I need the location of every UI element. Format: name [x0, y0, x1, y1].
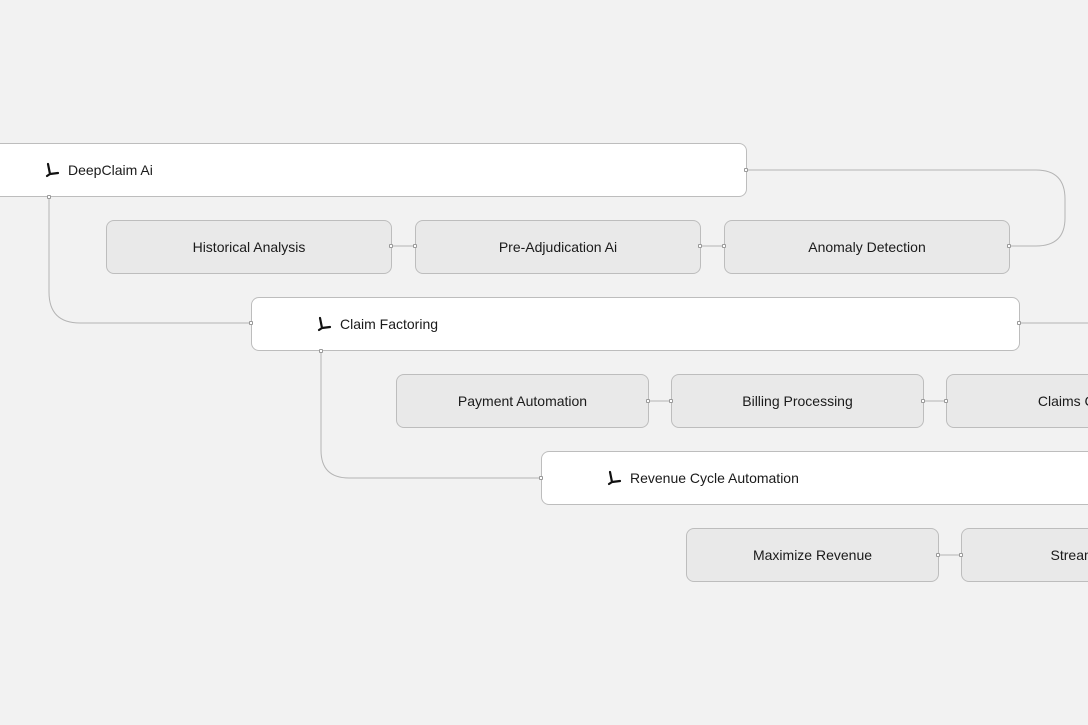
port	[539, 476, 543, 480]
node-streamlines[interactable]: Streamlines	[961, 528, 1088, 582]
port	[936, 553, 940, 557]
port	[921, 399, 925, 403]
node-label: Pre-Adjudication Ai	[498, 239, 618, 255]
node-label: DeepClaim Ai	[68, 162, 153, 178]
node-label: Claims Cor	[1037, 393, 1088, 409]
node-deepclaim-ai[interactable]: DeepClaim Ai	[0, 143, 747, 197]
port	[646, 399, 650, 403]
logo-icon	[606, 470, 622, 486]
node-pre-adjudication-ai[interactable]: Pre-Adjudication Ai	[415, 220, 701, 274]
node-label: Maximize Revenue	[752, 547, 873, 563]
port	[959, 553, 963, 557]
node-claim-factoring[interactable]: Claim Factoring	[251, 297, 1020, 351]
node-label: Anomaly Detection	[808, 239, 926, 255]
node-label: Payment Automation	[457, 393, 588, 409]
node-payment-automation[interactable]: Payment Automation	[396, 374, 649, 428]
port	[47, 195, 51, 199]
port	[249, 321, 253, 325]
node-label: Historical Analysis	[192, 239, 306, 255]
node-anomaly-detection[interactable]: Anomaly Detection	[724, 220, 1010, 274]
port	[1017, 321, 1021, 325]
node-label: Billing Processing	[742, 393, 853, 409]
node-claims-cor[interactable]: Claims Cor	[946, 374, 1088, 428]
port	[669, 399, 673, 403]
node-maximize-revenue[interactable]: Maximize Revenue	[686, 528, 939, 582]
port	[389, 244, 393, 248]
node-label: Streamlines	[1050, 547, 1088, 563]
port	[722, 244, 726, 248]
port	[1007, 244, 1011, 248]
node-billing-processing[interactable]: Billing Processing	[671, 374, 924, 428]
logo-icon	[316, 316, 332, 332]
port	[744, 168, 748, 172]
port	[698, 244, 702, 248]
port	[413, 244, 417, 248]
node-historical-analysis[interactable]: Historical Analysis	[106, 220, 392, 274]
logo-icon	[44, 162, 60, 178]
node-label: Claim Factoring	[340, 316, 439, 332]
node-label: Revenue Cycle Automation	[630, 470, 799, 486]
port	[944, 399, 948, 403]
port	[319, 349, 323, 353]
node-revenue-cycle-automation[interactable]: Revenue Cycle Automation	[541, 451, 1088, 505]
